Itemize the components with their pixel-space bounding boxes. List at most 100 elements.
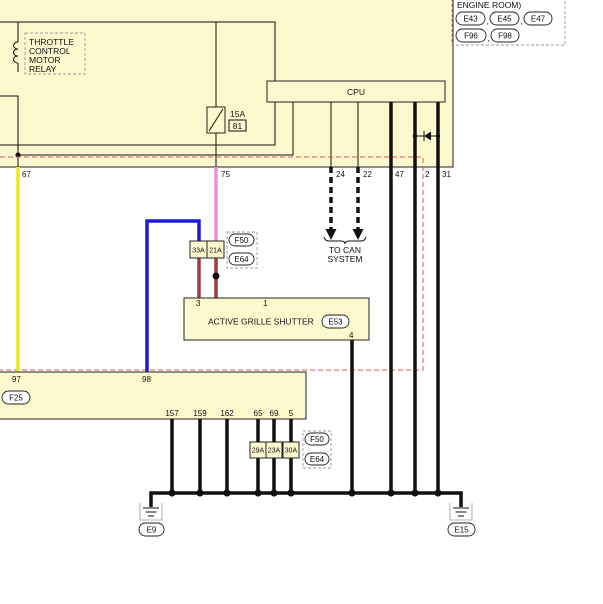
ground-frame — [139, 503, 163, 521]
joint-pin-label: 23A — [268, 448, 281, 455]
junction-dot — [387, 489, 395, 497]
tag-label: E64 — [310, 455, 325, 464]
tag-label: F50 — [310, 435, 324, 444]
connector-tag-f50: F50 — [304, 432, 330, 446]
connector-tag-f98: F98 — [490, 28, 520, 43]
tag-label: F98 — [498, 32, 512, 41]
connector-tag-e64: E64 — [304, 452, 330, 466]
lower-pin-69: 69 — [270, 409, 279, 418]
connector-tag-e45: E45 — [489, 11, 520, 26]
relay-output-circuit — [0, 95, 19, 167]
fuse-15a: 15A 81 — [206, 22, 247, 167]
connector-tag-e9: E9 — [138, 522, 165, 537]
lower-pin-97: 97 — [12, 375, 21, 384]
ground-bus — [149, 491, 463, 507]
module-name-tail: ENGINE ROOM) — [457, 0, 521, 10]
junction-dot — [287, 489, 295, 497]
tag-outline — [304, 452, 330, 466]
terminal-31: 31 — [442, 170, 451, 179]
junction-dot — [435, 133, 441, 139]
tag-outline — [489, 11, 520, 26]
arrow-down-icon — [352, 229, 364, 240]
fuse-number-box — [228, 119, 247, 132]
junction-dot — [411, 489, 419, 497]
relay-label-frame — [24, 32, 86, 75]
tag-outline — [1, 390, 31, 405]
connector-tag-f25: F25 — [1, 390, 31, 405]
tag-label: E64 — [234, 255, 249, 264]
tag-outline — [455, 28, 487, 43]
junction-dot — [15, 152, 21, 158]
wire-blue-98 — [145, 219, 201, 372]
lower-pin-157: 157 — [165, 409, 179, 418]
joint-pin-30a — [282, 441, 300, 459]
tag-label: F96 — [464, 32, 478, 41]
junction-dot — [270, 489, 278, 497]
connector-tag-e53: E53 — [321, 314, 350, 329]
ground-e9: E9 — [138, 503, 165, 537]
tag-outline — [455, 11, 486, 26]
junction-dot — [196, 489, 204, 497]
tag-label: E47 — [531, 15, 546, 24]
ground-e15: E15 — [447, 503, 476, 537]
diode-icon — [424, 131, 431, 141]
junction-dot — [412, 133, 418, 139]
tag-label: E15 — [454, 526, 469, 535]
tag-outline — [304, 432, 330, 446]
tag-label: E43 — [463, 15, 478, 24]
connector-tag-e15: E15 — [447, 522, 476, 537]
tag-label: E9 — [147, 526, 157, 535]
connector-tag-e64: E64 — [228, 252, 255, 266]
ags-pin-1: 1 — [263, 299, 268, 308]
terminal-67: 67 — [22, 170, 31, 179]
fuse-element — [208, 108, 224, 132]
cpu-label: CPU — [347, 87, 365, 97]
tag-outline — [228, 233, 255, 247]
separator-comma: , — [521, 16, 523, 26]
tag-outline — [447, 522, 476, 537]
relay-label-line: RELAY — [29, 64, 57, 74]
connector-tag-e47: E47 — [523, 11, 553, 26]
ags-label: ACTIVE GRILLE SHUTTER — [208, 317, 314, 327]
joint-connector-upper: 33A 21A F50 E64 — [189, 231, 258, 269]
joint-pin-21a — [206, 240, 225, 259]
terminal-24: 24 — [336, 170, 345, 179]
joint-pin-label: 30A — [285, 448, 298, 455]
ground-frame — [449, 503, 473, 521]
splice-dot — [212, 272, 220, 280]
junction-dot — [168, 489, 176, 497]
tag-outline — [138, 522, 165, 537]
lower-pin-5: 5 — [289, 409, 294, 418]
fuse-number: 81 — [233, 121, 243, 131]
joint-pin-label: 29A — [252, 448, 265, 455]
separator-comma: , — [487, 16, 489, 26]
throttle-control-motor-relay: THROTTLE CONTROL MOTOR RELAY — [13, 22, 86, 75]
terminal-2: 2 — [425, 170, 430, 179]
joint-tag-frame — [226, 231, 258, 269]
terminal-22: 22 — [363, 170, 372, 179]
joint-pin-23a — [265, 441, 283, 459]
ags-pin-3: 3 — [196, 299, 201, 308]
connector-tag-f50: F50 — [228, 233, 255, 247]
lower-pin-159: 159 — [193, 409, 207, 418]
lower-pin-98: 98 — [142, 375, 151, 384]
harness-boundary-dashed — [0, 156, 424, 371]
tag-outline — [321, 314, 350, 329]
relay-coil-icon — [13, 41, 19, 64]
can-label-line2: SYSTEM — [328, 254, 363, 264]
joint-tag-frame — [302, 430, 332, 469]
lower-control-unit: 97 98 F25 157 159 162 65 69 5 — [0, 371, 307, 420]
tag-outline — [228, 252, 255, 266]
relay-label-line: MOTOR — [29, 55, 60, 65]
relay-label-line: THROTTLE — [29, 37, 74, 47]
junction-dot — [348, 489, 356, 497]
ags-pin-4: 4 — [349, 331, 354, 340]
lower-pin-65: 65 — [254, 409, 263, 418]
junction-dot — [254, 489, 262, 497]
tag-outline — [523, 11, 553, 26]
cpu-block — [266, 80, 446, 103]
lower-unit-block — [0, 371, 307, 420]
legend-dashed-frame — [451, 0, 566, 46]
tag-outline — [490, 28, 520, 43]
terminal-47: 47 — [395, 170, 404, 179]
